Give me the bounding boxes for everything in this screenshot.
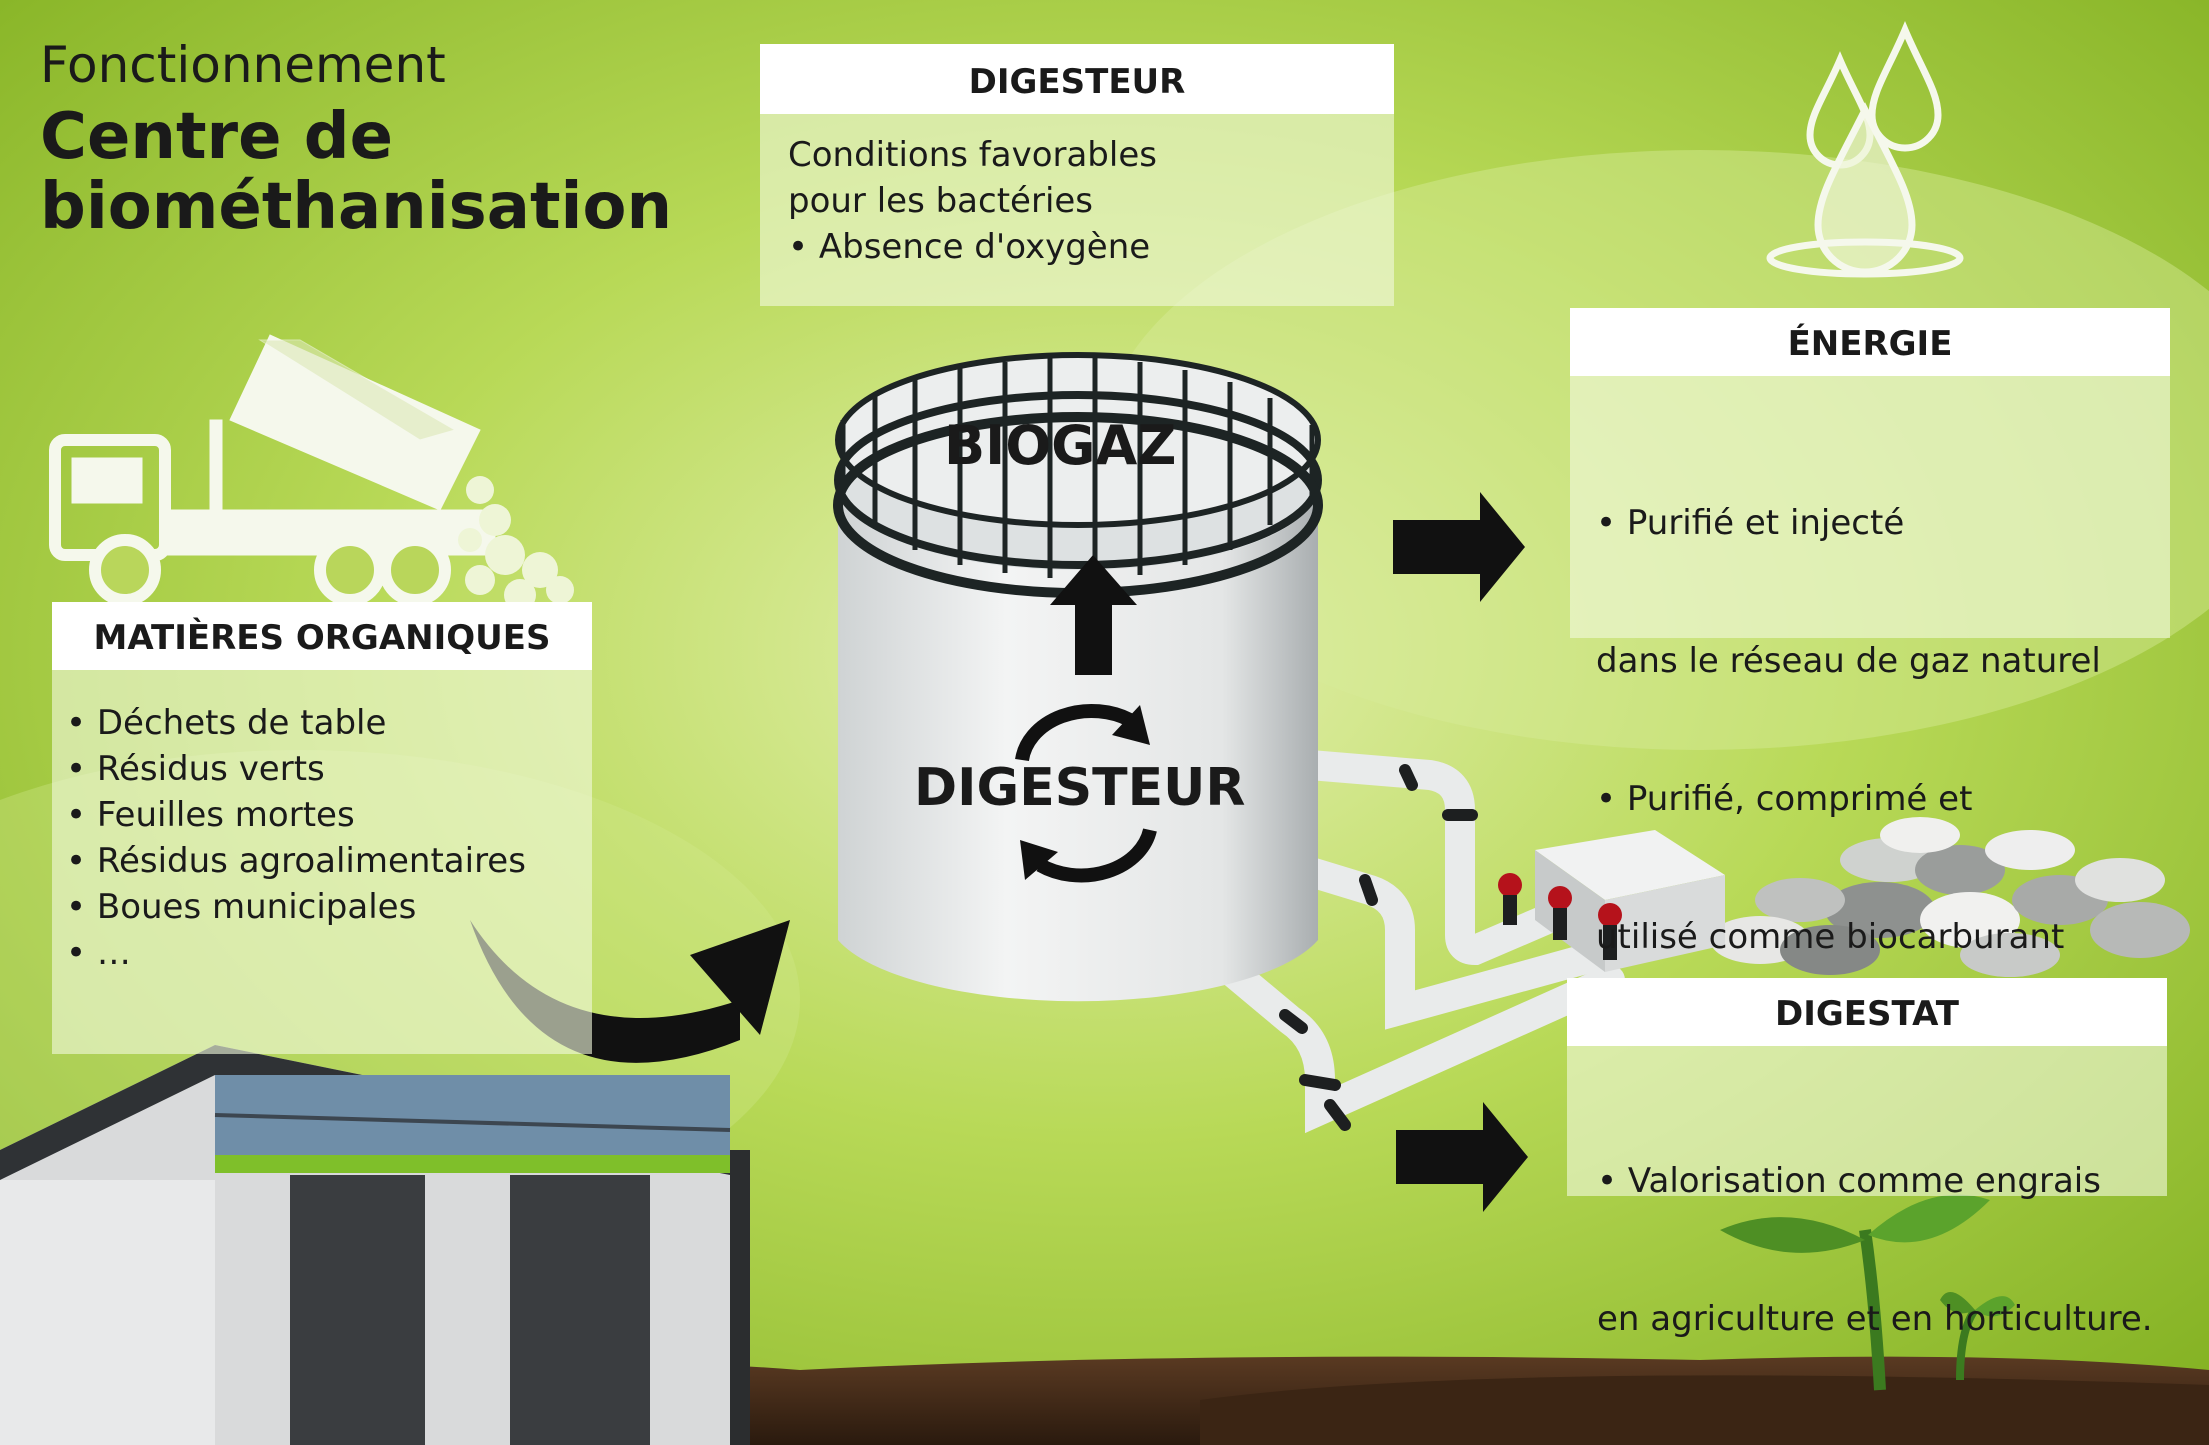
matieres-heading: MATIÈRES ORGANIQUES [52, 602, 592, 670]
digesteur-panel: DIGESTEUR Conditions favorables pour les… [760, 44, 1394, 306]
matieres-line: • Résidus agroalimentaires [66, 841, 526, 881]
digestat-line: en agriculture et en horticulture. [1597, 1299, 2153, 1339]
matieres-panel: MATIÈRES ORGANIQUES • Déchets de table •… [52, 602, 592, 1054]
energie-line: utilisé comme biocarburant [1596, 917, 2065, 957]
matieres-text: • Déchets de table • Résidus verts • Feu… [66, 700, 526, 976]
matieres-line: • Déchets de table [66, 703, 387, 743]
page-title: Centre de biométhanisation [40, 100, 672, 244]
digestat-line: • Valorisation comme engrais [1597, 1161, 2101, 1201]
digesteur-line: Conditions favorables [788, 135, 1157, 175]
up-arrow-icon [1050, 555, 1137, 675]
matieres-line: • Feuilles mortes [66, 795, 355, 835]
digesteur-line: • Absence d'oxygène [788, 227, 1151, 267]
dump-truck-icon [49, 334, 574, 611]
energie-heading: ÉNERGIE [1570, 308, 2170, 376]
stones-icon [1710, 817, 2190, 977]
matieres-line: • Résidus verts [66, 749, 325, 789]
digesteur-line: pour les bactéries [788, 181, 1094, 221]
digesteur-heading: DIGESTEUR [760, 44, 1394, 114]
matieres-line: • Boues municipales [66, 887, 417, 927]
building-icon [0, 1045, 750, 1445]
valve-box-icon [1498, 830, 1725, 972]
digestat-panel: DIGESTAT • Valorisation comme engrais en… [1567, 978, 2167, 1339]
energie-line: • Purifié et injecté [1596, 503, 1905, 543]
energie-panel: ÉNERGIE • Purifié et injecté dans le rés… [1570, 308, 2170, 957]
page-subtitle: Fonctionnement [40, 36, 446, 94]
matieres-line: • … [66, 933, 131, 973]
pipes-icon [1153, 750, 1625, 1134]
digestat-heading: DIGESTAT [1567, 978, 2167, 1046]
recycle-arrows-icon [1015, 703, 1157, 883]
digesteur-tank-label: DIGESTEUR [914, 758, 1246, 818]
digester-tank-icon [833, 352, 1323, 1002]
energie-line: • Purifié, comprimé et [1596, 779, 1973, 819]
seedling-icon [1720, 1194, 2015, 1391]
energie-text: • Purifié et injecté dans le réseau de g… [1596, 408, 2101, 1052]
digestat-text: • Valorisation comme engrais en agricult… [1597, 1066, 2153, 1434]
biogaz-label: BIOGAZ [944, 414, 1177, 477]
energie-line: dans le réseau de gaz naturel [1596, 641, 2101, 681]
right-arrow-icon [1393, 492, 1528, 1212]
water-drops-icon [1766, 21, 1964, 278]
digesteur-text: Conditions favorables pour les bactéries… [788, 132, 1157, 270]
